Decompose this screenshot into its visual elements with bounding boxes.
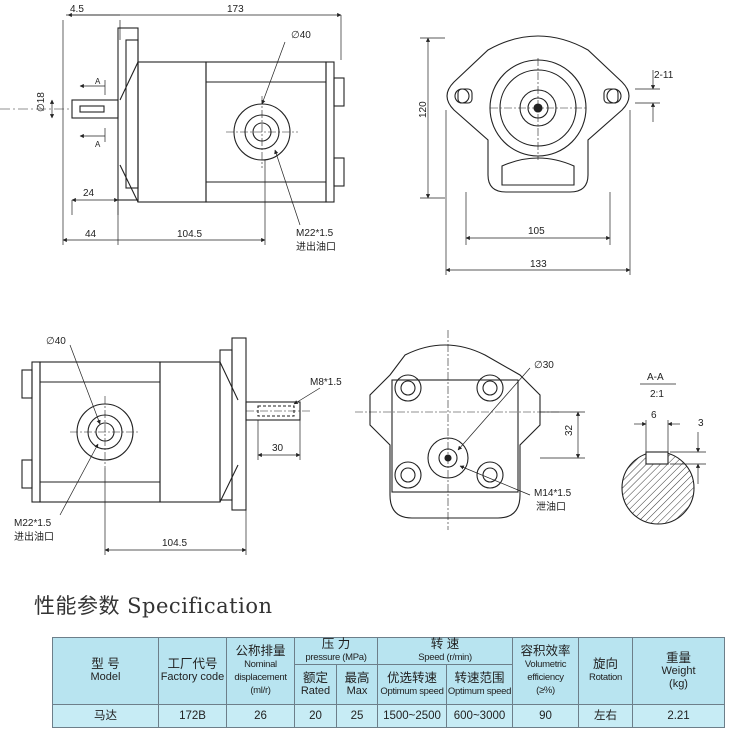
cell-weight: 2.21 xyxy=(632,704,726,728)
spec-title: 性能参数 Specification xyxy=(34,594,273,618)
thread-label-b: M22*1.5 xyxy=(14,518,52,529)
dim-2-11: 2-11 xyxy=(654,70,674,81)
hdr-factory: 工厂代号 Factory code xyxy=(158,637,227,705)
cell-model: 马达 xyxy=(52,704,159,728)
cell-factory: 172B xyxy=(158,704,227,728)
hdr-speed: 转 速 Speed (r/min) xyxy=(377,637,514,665)
hdr-displacement: 公称排量 Nominal displacement (ml/r) xyxy=(226,637,295,705)
dim-44: 44 xyxy=(85,229,97,240)
dim-3: 3 xyxy=(698,418,704,429)
dim-24: 24 xyxy=(83,188,95,199)
hdr-vol-eff: 容积效率 Volumetric efficiency (≥%) xyxy=(512,637,580,705)
port-label-b: 进出油口 xyxy=(14,530,54,543)
side-view-top xyxy=(0,12,345,245)
table-row: 马达 172B 26 20 25 1500~2500 600~3000 90 左… xyxy=(52,704,726,728)
dim-30: 30 xyxy=(272,443,284,454)
cell-vol-eff: 90 xyxy=(512,704,580,728)
technical-drawing: 4.5 173 ∅40 ∅18 24 44 104.5 M22*1.5 进出油口… xyxy=(0,4,706,555)
drain-label: 泄油口 xyxy=(536,500,566,513)
section-title: A-A xyxy=(647,372,664,383)
dim-133: 133 xyxy=(530,259,547,270)
section-a-a: A-A 2:1 6 3 xyxy=(621,372,706,525)
hdr-max: 最高 Max xyxy=(335,664,379,705)
hdr-weight: 重量 Weight (kg) xyxy=(632,637,726,705)
port-label: 进出油口 xyxy=(296,240,336,253)
section-scale: 2:1 xyxy=(650,389,664,400)
hdr-model: 型 号 Model xyxy=(52,637,159,705)
hdr-pressure: 压 力 pressure (MPa) xyxy=(293,637,379,665)
dim-phi40-b: ∅40 xyxy=(46,336,66,347)
thread-label-c: M14*1.5 xyxy=(534,488,572,499)
cell-speed-range: 600~3000 xyxy=(446,704,514,728)
side-view-bottom xyxy=(21,337,321,555)
front-view-top xyxy=(420,35,660,275)
thread-label: M22*1.5 xyxy=(296,228,334,239)
dim-104-5: 104.5 xyxy=(177,229,202,240)
section-mark-bottom: A xyxy=(95,140,101,149)
dim-6: 6 xyxy=(651,410,657,421)
hdr-rotation: 旋向 Rotation xyxy=(578,637,634,705)
dim-phi40: ∅40 xyxy=(291,30,311,41)
hdr-speed-range: 转速范围 Optimum speed xyxy=(446,664,514,705)
dim-173: 173 xyxy=(227,4,244,15)
dim-105: 105 xyxy=(528,226,545,237)
dim-phi30: ∅30 xyxy=(534,360,554,371)
dim-phi18: ∅18 xyxy=(36,92,47,112)
cell-displacement: 26 xyxy=(226,704,295,728)
dim-104-5-b: 104.5 xyxy=(162,538,187,549)
cell-max: 25 xyxy=(335,704,379,728)
cell-rotation: 左右 xyxy=(578,704,634,728)
dim-4-5: 4.5 xyxy=(70,4,84,15)
cell-rated: 20 xyxy=(294,704,337,728)
hdr-opt-speed: 优选转速 Optimum speed xyxy=(377,664,448,705)
dim-120: 120 xyxy=(418,101,429,118)
section-mark-top: A xyxy=(95,77,101,86)
rear-view-bottom xyxy=(355,330,585,530)
dim-32: 32 xyxy=(564,424,575,436)
cell-opt-speed: 1500~2500 xyxy=(377,704,448,728)
dim-m8: M8*1.5 xyxy=(310,377,342,388)
hdr-rated: 额定 Rated xyxy=(294,664,337,705)
spec-table: 型 号 Model 工厂代号 Factory code 公称排量 Nominal… xyxy=(52,637,726,728)
